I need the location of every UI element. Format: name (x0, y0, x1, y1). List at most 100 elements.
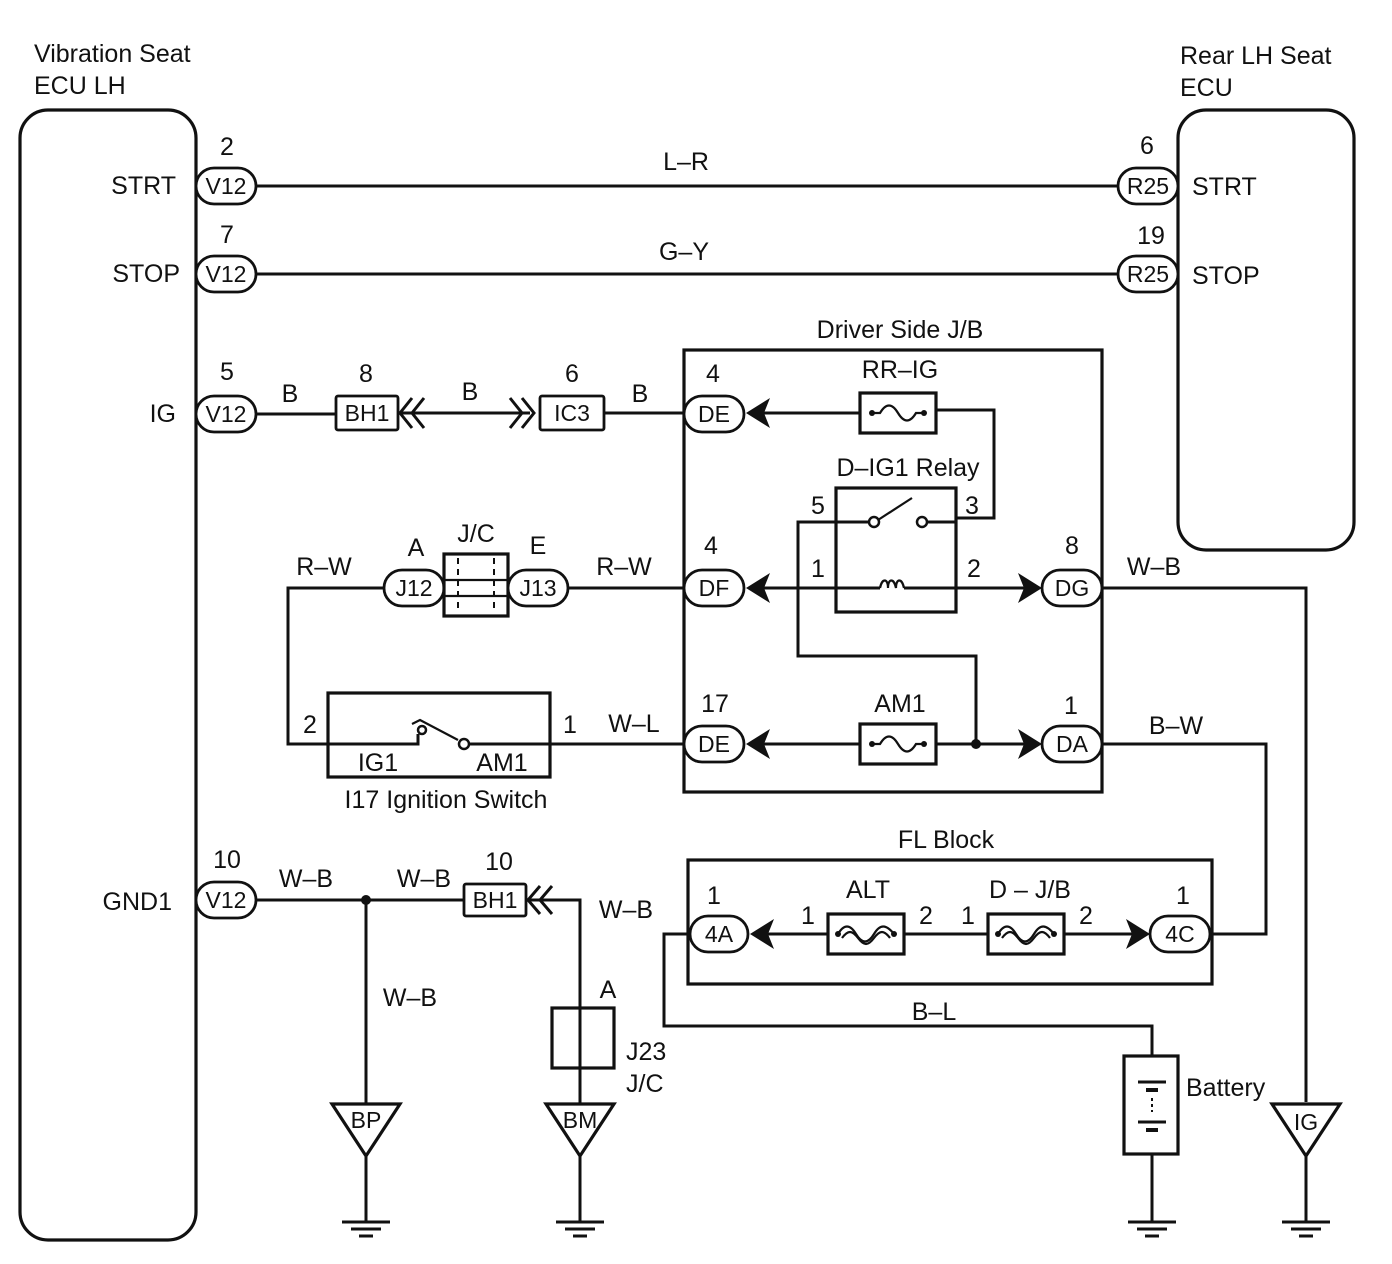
svg-text:J12: J12 (395, 575, 432, 601)
wire-label-gnd-down: W–B (383, 984, 437, 1012)
pin-number: 2 (220, 133, 234, 161)
wire-label-stop: G–Y (659, 238, 709, 266)
pin-number: 8 (1065, 532, 1079, 560)
pin-number: 5 (220, 358, 234, 386)
pin-number: 4 (704, 532, 718, 560)
svg-text:DE: DE (698, 401, 730, 427)
fuse-alt (826, 912, 906, 956)
ignition-switch-title: I17 Ignition Switch (345, 786, 548, 814)
pin-number: 10 (213, 846, 241, 874)
pin-number: 1 (707, 882, 721, 910)
vibration-ecu-title-line2: ECU LH (34, 72, 126, 100)
connector-ic3: IC3 6 (538, 360, 606, 432)
connector-bh1-ig: BH1 8 (334, 360, 400, 432)
ignition-switch-arm (411, 718, 459, 741)
vibration-ecu-pin-stop: STOP (112, 260, 180, 288)
relay-pin-1: 1 (811, 555, 825, 583)
relay-pin-5: 5 (811, 492, 825, 520)
connector-bh1-gnd: BH1 10 (462, 848, 528, 918)
connector-j13: J13 (506, 568, 570, 608)
driver-side-jb-box (682, 348, 1104, 794)
wire-label-da-out: B–W (1149, 712, 1204, 740)
relay-switch-arm (877, 497, 913, 521)
wire-label-ig-3: B (632, 380, 649, 408)
jc-j23-label2: J/C (626, 1070, 664, 1098)
relay-contact-right (915, 515, 929, 529)
wire-label-ig-2: B (462, 378, 479, 406)
svg-text:4C: 4C (1165, 921, 1194, 947)
svg-text:V12: V12 (206, 887, 247, 913)
switch-pin-1: 1 (563, 711, 577, 739)
junction-dot-am1 (971, 739, 981, 749)
connector-de-bottom: DE 17 (682, 690, 746, 764)
pin-number: 4 (706, 360, 720, 388)
relay-pin-2: 2 (967, 555, 981, 583)
svg-text:V12: V12 (206, 261, 247, 287)
connector-dg: DG 8 (1040, 532, 1104, 608)
rear-ecu-pin-strt: STRT (1192, 173, 1257, 201)
jc-j23-box (550, 1006, 616, 1070)
wire-da-to-4c (1102, 742, 1268, 936)
driver-jb-title: Driver Side J/B (817, 316, 984, 344)
connector-de-top: DE 4 (682, 360, 746, 434)
svg-text:DA: DA (1056, 731, 1089, 757)
relay-contact-left (867, 515, 881, 529)
wire-label-gnd-1: W–B (279, 865, 333, 893)
alt-pin-2: 2 (919, 902, 933, 930)
fl-block-box (686, 858, 1214, 986)
fuse-am1-label: AM1 (874, 690, 925, 718)
ground-point-bm: BM (543, 1102, 617, 1238)
vibration-ecu-pin-ig: IG (150, 400, 176, 428)
connector-v12-strt: V12 2 (194, 133, 258, 206)
wire-label-ig-1: B (282, 380, 299, 408)
vibration-ecu-pin-strt: STRT (111, 172, 176, 200)
pin-number: 1 (1064, 692, 1078, 720)
connector-r25-strt: R25 6 (1116, 132, 1180, 206)
ground-point-bp: BP (329, 1102, 403, 1238)
vibration-seat-ecu-box (18, 108, 198, 1242)
d-ig1-relay-box (834, 486, 958, 614)
svg-text:DE: DE (698, 731, 730, 757)
pin-number: 17 (701, 690, 729, 718)
svg-text:DF: DF (699, 575, 730, 601)
wire-relay5-to-am1 (796, 520, 978, 744)
jc-side-e: E (530, 532, 547, 560)
battery (1122, 1054, 1180, 1238)
pin-number: 1 (1176, 882, 1190, 910)
svg-text:BM: BM (563, 1107, 598, 1133)
wire-label-gnd-3: W–B (599, 896, 653, 924)
wire-dg-to-ig-ground (1102, 586, 1308, 1102)
svg-text:V12: V12 (206, 173, 247, 199)
arrow-da (1018, 729, 1042, 759)
alt-pin-1: 1 (801, 902, 815, 930)
pin-number: 6 (565, 360, 579, 388)
fuse-am1 (858, 722, 938, 766)
pin-number: 6 (1140, 132, 1154, 160)
connector-4c: 4C 1 (1148, 882, 1212, 954)
relay-pin-3: 3 (965, 492, 979, 520)
fl-block-title: FL Block (898, 826, 995, 854)
fuse-rr-ig-label: RR–IG (862, 356, 938, 384)
connector-v12-gnd: V12 10 (194, 846, 258, 920)
jc-j23-side: A (600, 976, 617, 1004)
svg-text:V12: V12 (206, 401, 247, 427)
wire-label-dg-out: W–B (1127, 553, 1181, 581)
rear-ecu-title-line1: Rear LH Seat (1180, 42, 1332, 70)
battery-label: Battery (1186, 1074, 1266, 1102)
connector-j12: J12 (382, 568, 446, 608)
pin-number: 10 (485, 848, 513, 876)
connector-v12-ig: V12 5 (194, 358, 258, 434)
svg-text:R25: R25 (1127, 173, 1169, 199)
svg-text:J13: J13 (519, 575, 556, 601)
ignition-switch-box (326, 691, 552, 779)
connector-r25-stop: R25 19 (1116, 222, 1180, 294)
arrow-de-top (746, 398, 770, 428)
rear-ecu-title-line2: ECU (1180, 74, 1233, 102)
wire-label-bl: B–L (912, 998, 957, 1026)
ground-point-ig: IG (1269, 1102, 1343, 1238)
wire-label-rw-right: R–W (596, 553, 652, 581)
wire-label-strt: L–R (663, 148, 709, 176)
vibration-ecu-title-line1: Vibration Seat (34, 40, 191, 68)
jc-top-box (442, 552, 510, 618)
